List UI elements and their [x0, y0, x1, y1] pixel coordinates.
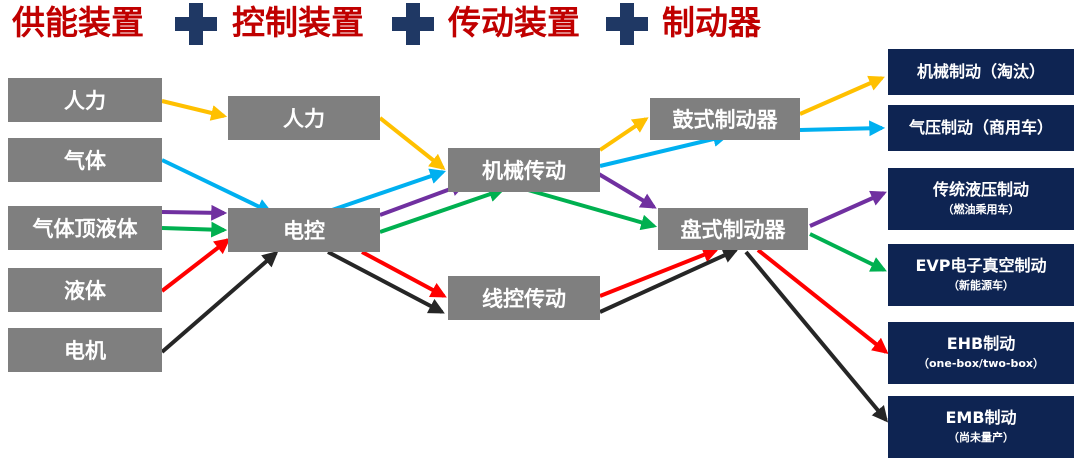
- arrow-green: [161, 221, 228, 238]
- transmission-mechanical: 机械传动: [448, 148, 600, 192]
- result-main-label: EMB制动: [945, 408, 1017, 427]
- source-gas: 气体: [8, 138, 162, 182]
- source-manual: 人力: [8, 78, 162, 122]
- header-transmission-device: 传动装置: [448, 3, 580, 42]
- arrow-yellow: [161, 99, 228, 121]
- result-main-label: 气压制动（商用车）: [908, 118, 1053, 137]
- result-emb-brake: EMB制动 （尚未量产）: [888, 396, 1074, 458]
- arrow-blue: [161, 158, 273, 214]
- header-energy-supply: 供能装置: [12, 3, 144, 42]
- result-air-brake: 气压制动（商用车）: [888, 105, 1074, 151]
- source-hydraulic: 液体: [8, 268, 162, 312]
- arrow-green: [809, 232, 887, 272]
- source-motor: 电机: [8, 328, 162, 372]
- plus-icon: [606, 3, 648, 45]
- control-electric: 电控: [228, 208, 380, 252]
- arrow-black: [744, 250, 889, 423]
- result-sub-label: （新能源车）: [948, 279, 1014, 292]
- result-ehb-brake: EHB制动 （one-box/two-box）: [888, 322, 1074, 384]
- arrow-green: [379, 186, 506, 234]
- result-main-label: EHB制动: [946, 334, 1016, 353]
- arrow-black: [599, 248, 739, 314]
- brake-disc: 盘式制动器: [658, 208, 808, 250]
- arrow-red: [160, 238, 231, 293]
- arrow-black: [160, 250, 279, 354]
- transmission-wire: 线控传动: [448, 276, 600, 320]
- result-main-label: 机械制动（淘汰）: [916, 62, 1045, 81]
- source-gas-over-hydraulic: 气体顶液体: [8, 206, 162, 250]
- arrow-yellow: [598, 117, 649, 152]
- arrow-red: [599, 247, 719, 298]
- arrow-purple: [590, 168, 657, 209]
- result-sub-label: （尚未量产）: [948, 431, 1014, 444]
- header-brake: 制动器: [662, 3, 761, 42]
- result-evp-brake: EVP电子真空制动 （新能源车）: [888, 244, 1074, 306]
- result-sub-label: （one-box/two-box）: [917, 357, 1045, 370]
- plus-icon: [392, 3, 434, 45]
- header-control-device: 控制装置: [232, 3, 364, 42]
- arrow-blue: [599, 131, 730, 168]
- arrow-purple: [809, 190, 887, 228]
- arrow-blue: [331, 168, 447, 212]
- arrow-blue: [799, 120, 886, 137]
- result-sub-label: （燃油乘用车）: [942, 203, 1020, 216]
- arrow-yellow: [799, 75, 885, 116]
- brake-drum: 鼓式制动器: [650, 98, 800, 140]
- arrow-black: [327, 250, 445, 314]
- arrow-yellow: [378, 116, 446, 170]
- control-manual: 人力: [228, 96, 380, 140]
- plus-icon: [175, 3, 217, 45]
- result-main-label: 传统液压制动: [932, 180, 1029, 199]
- result-mechanical-brake: 机械制动（淘汰）: [888, 49, 1074, 95]
- arrow-red: [361, 250, 447, 298]
- result-hydraulic-brake: 传统液压制动 （燃油乘用车）: [888, 168, 1074, 230]
- result-main-label: EVP电子真空制动: [915, 256, 1047, 275]
- arrow-green: [527, 188, 658, 231]
- arrow-purple: [161, 204, 228, 221]
- arrow-red: [756, 248, 889, 354]
